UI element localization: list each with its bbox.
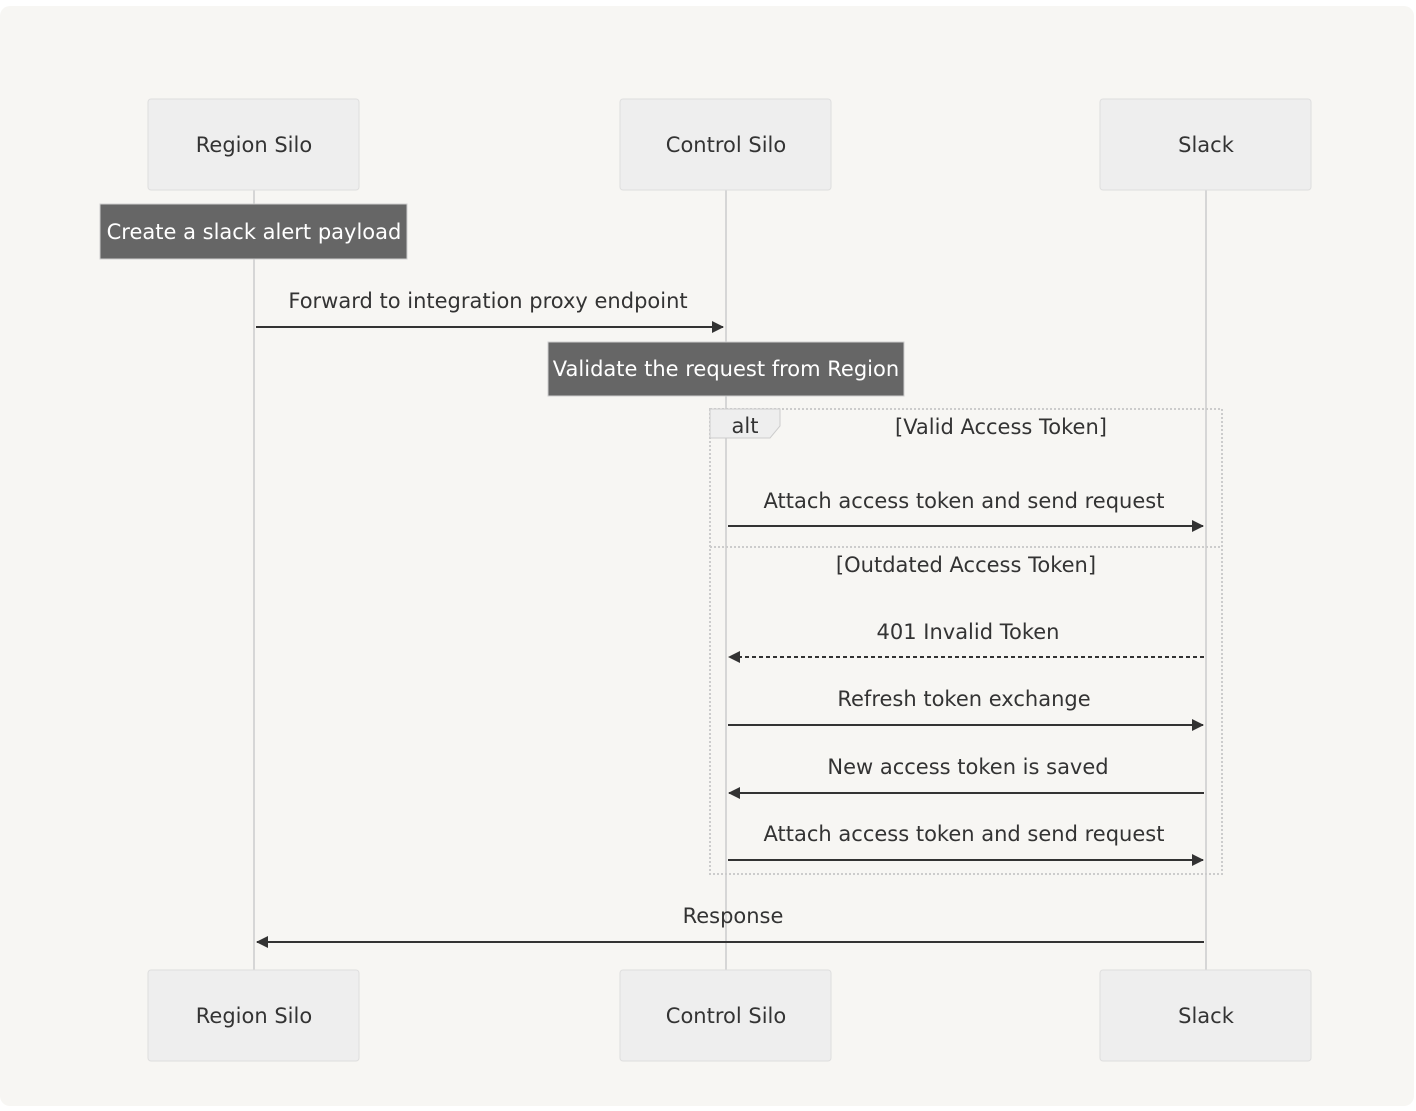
actor-region-silo-top: Region Silo (147, 98, 360, 191)
actor-label: Region Silo (196, 133, 312, 157)
note-text: Validate the request from Region (553, 357, 899, 381)
message-label: Forward to integration proxy endpoint (288, 289, 687, 313)
message-attach-token-2: Attach access token and send request (728, 822, 1204, 866)
actor-region-silo-bottom: Region Silo (147, 969, 360, 1062)
actor-slack-top: Slack (1099, 98, 1312, 191)
message-label: Attach access token and send request (764, 822, 1165, 846)
message-label: Refresh token exchange (837, 687, 1090, 711)
sequence-diagram: Region Silo Control Silo Slack Create a … (99, 98, 1312, 1062)
alt-keyword: alt (732, 414, 759, 438)
message-invalid-token: 401 Invalid Token (728, 620, 1204, 663)
actor-control-silo-top: Control Silo (619, 98, 832, 191)
actor-label: Slack (1178, 133, 1235, 157)
message-attach-token-1: Attach access token and send request (728, 489, 1204, 532)
actor-label: Control Silo (666, 1004, 786, 1028)
note-validate-request: Validate the request from Region (547, 341, 905, 397)
note-create-payload: Create a slack alert payload (99, 203, 408, 260)
message-label: Attach access token and send request (764, 489, 1165, 513)
actor-label: Control Silo (666, 133, 786, 157)
alt-condition-valid: [Valid Access Token] (895, 415, 1107, 439)
alt-frame-tab (709, 408, 781, 439)
actor-label: Region Silo (196, 1004, 312, 1028)
actor-control-silo-bottom: Control Silo (619, 969, 832, 1062)
note-text: Create a slack alert payload (107, 220, 402, 244)
message-response: Response (256, 904, 1204, 948)
message-new-token-saved: New access token is saved (728, 755, 1204, 799)
alt-frame: alt [Valid Access Token] [Outdated Acces… (709, 408, 1223, 875)
message-forward-to-proxy: Forward to integration proxy endpoint (256, 289, 724, 333)
message-label: Response (683, 904, 784, 928)
actor-slack-bottom: Slack (1099, 969, 1312, 1062)
actor-label: Slack (1178, 1004, 1235, 1028)
message-label: 401 Invalid Token (877, 620, 1060, 644)
message-label: New access token is saved (827, 755, 1108, 779)
alt-condition-outdated: [Outdated Access Token] (836, 553, 1096, 577)
diagram-canvas: Region Silo Control Silo Slack Create a … (0, 6, 1414, 1106)
message-refresh-token: Refresh token exchange (728, 687, 1204, 731)
